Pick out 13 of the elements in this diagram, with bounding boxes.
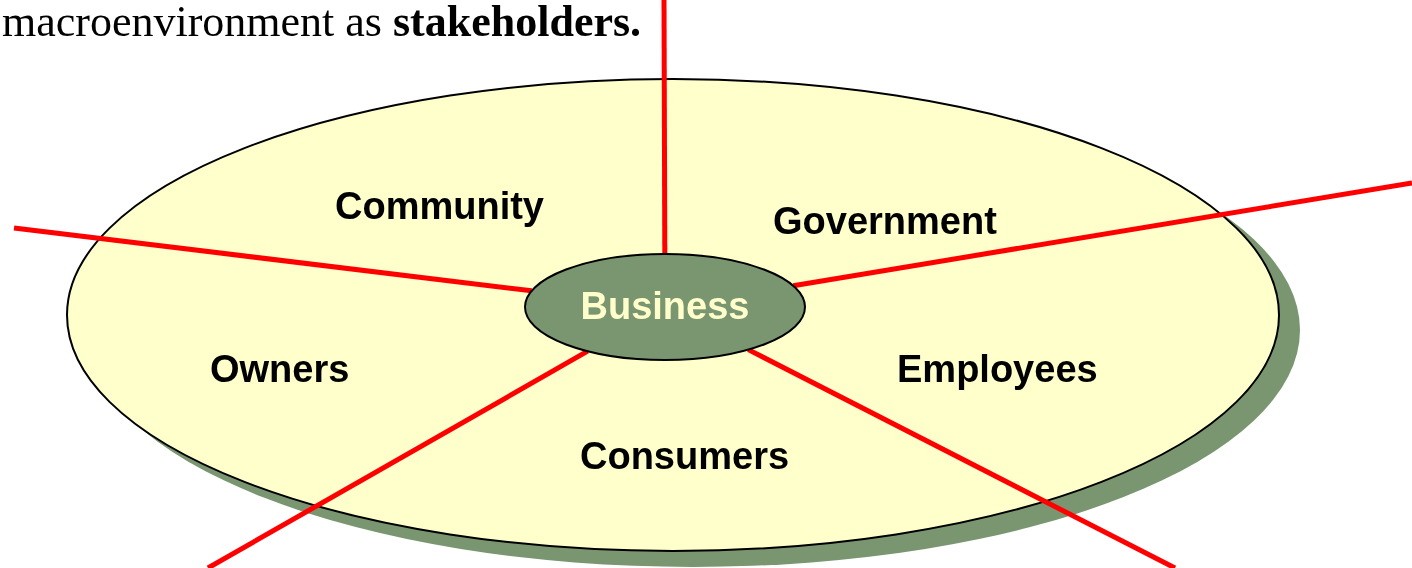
sector-label: Employees [897, 348, 1098, 391]
business-ellipse [524, 253, 806, 361]
connector-line [747, 347, 1177, 568]
sector-label: Community [335, 185, 544, 228]
sector-label: Consumers [580, 435, 790, 478]
sector-label: Government [773, 200, 997, 243]
connector-line [13, 225, 532, 294]
connector-line [661, 0, 668, 254]
sector-label: Owners [210, 348, 350, 391]
title-text: macroenvironment as stakeholders. [2, 0, 642, 47]
connector-line [792, 180, 1412, 289]
node-label: Business [579, 285, 751, 328]
connector-line [206, 349, 589, 568]
